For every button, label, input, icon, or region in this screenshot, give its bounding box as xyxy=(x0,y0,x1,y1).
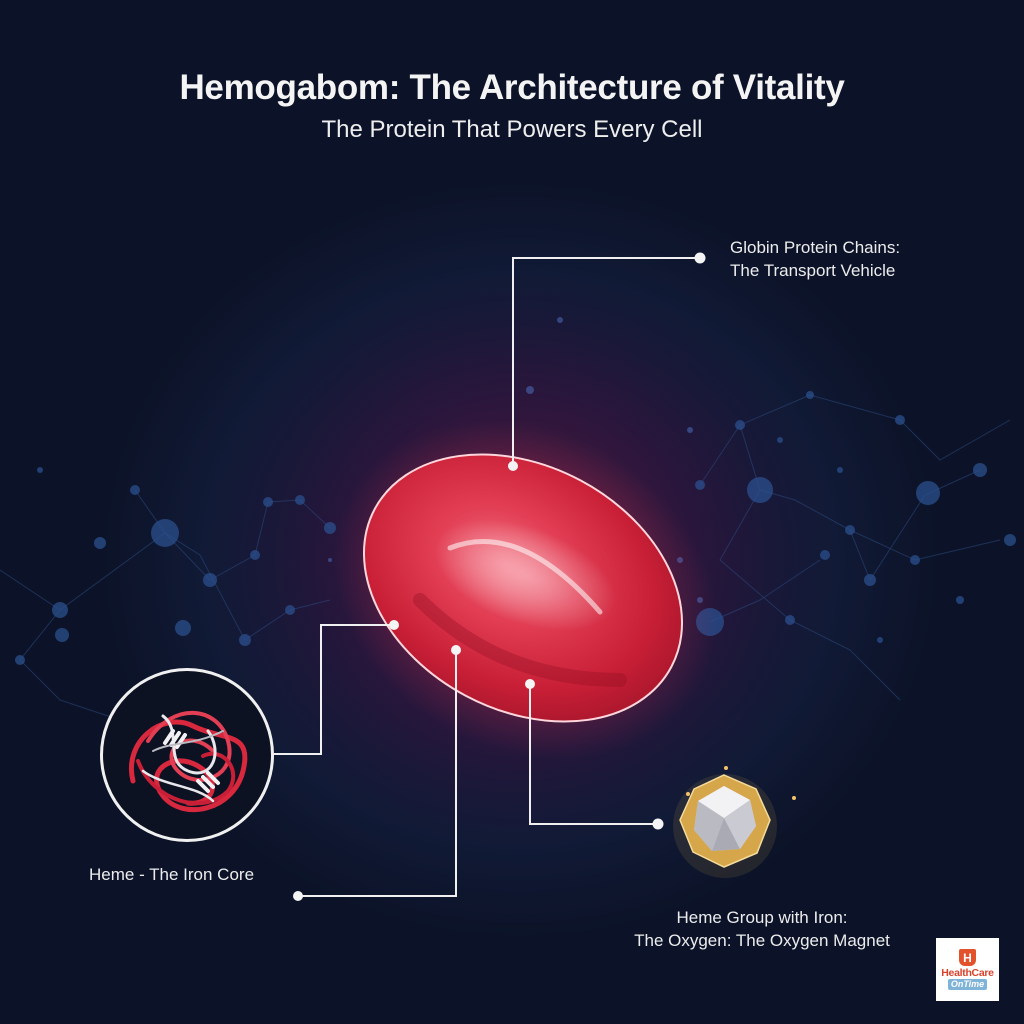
callout-heme-core-line1: Heme - The Iron Core xyxy=(89,865,255,884)
callout-heme-group: Heme Group with Iron: The Oxygen: The Ox… xyxy=(607,906,927,952)
protein-ribbon-icon xyxy=(129,710,248,813)
callout-globin-chains: Globin Protein Chains: The Transport Veh… xyxy=(730,236,900,282)
logo-name: HealthCare xyxy=(941,967,994,979)
protein-structure-inset xyxy=(100,668,274,842)
callout-heme-group-line1: Heme Group with Iron: xyxy=(676,908,848,927)
logo-tagline: OnTime xyxy=(947,979,988,990)
connector-dots xyxy=(293,252,706,901)
hospital-h-icon: H xyxy=(959,949,976,966)
iron-crystal-icon xyxy=(673,766,796,878)
callout-globin-line1: Globin Protein Chains: xyxy=(730,238,901,257)
connector-lines xyxy=(270,257,700,897)
callout-heme-group-line2: The Oxygen: The Oxygen Magnet xyxy=(634,931,890,950)
callout-heme-core: Heme - The Iron Core xyxy=(89,863,254,886)
page-subtitle: The Protein That Powers Every Cell xyxy=(321,116,703,143)
callout-globin-line2: The Transport Vehicle xyxy=(730,261,896,280)
page-title: Hemogabom: The Architecture of Vitality xyxy=(179,68,845,107)
red-blood-cell xyxy=(362,453,684,723)
healthcare-ontime-logo: H HealthCare OnTime xyxy=(936,938,999,1001)
